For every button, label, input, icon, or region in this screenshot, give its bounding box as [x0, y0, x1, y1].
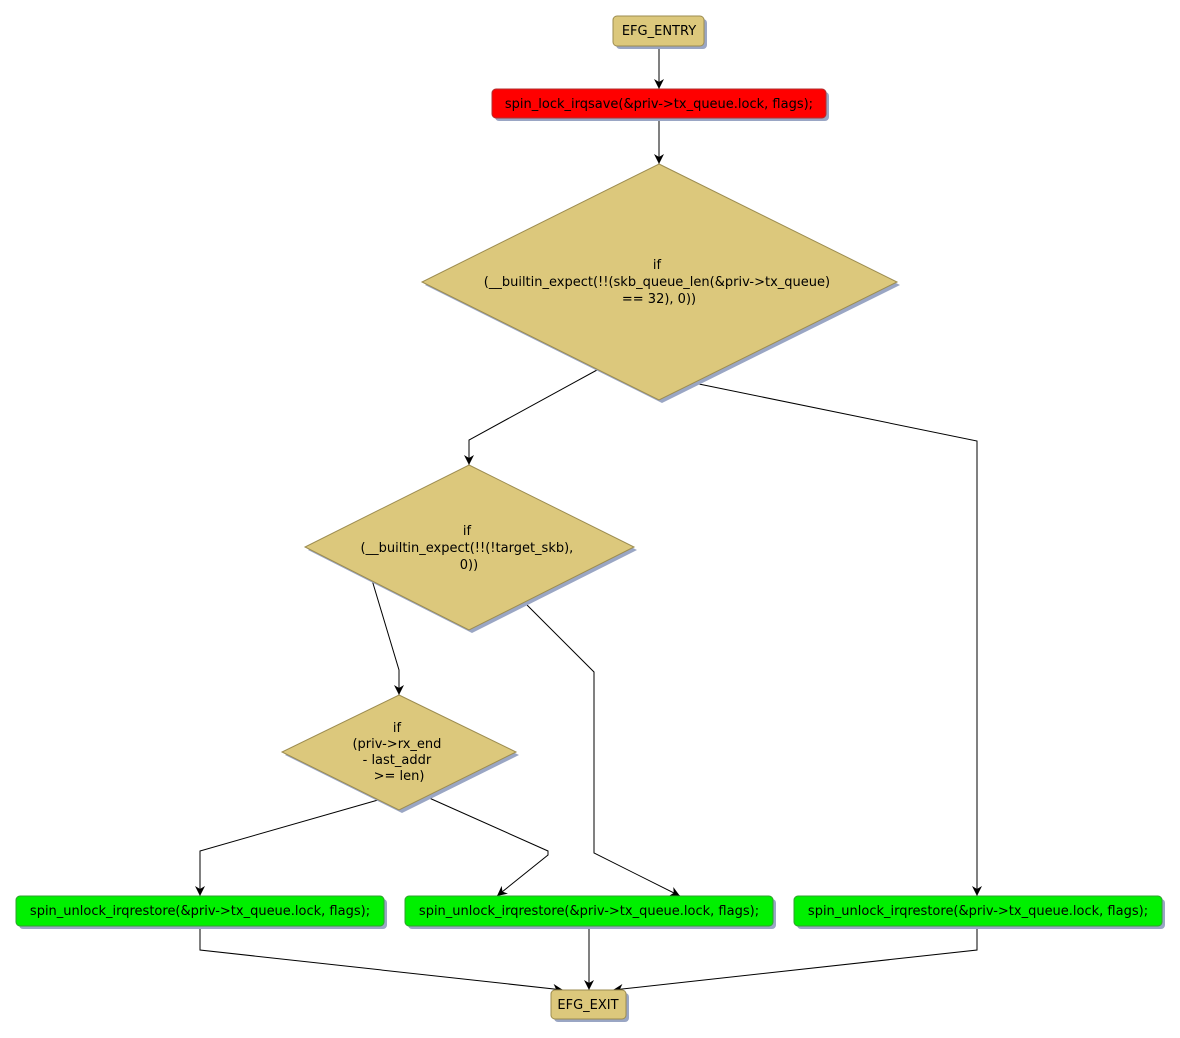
- node-exit[interactable]: EFG_EXIT: [550, 989, 629, 1022]
- node-spin-lock-label: spin_lock_irqsave(&priv->tx_queue.lock, …: [505, 97, 813, 112]
- node-cond-queue-full-label: if (__builtin_expect(!!(skb_queue_len(&p…: [484, 258, 834, 307]
- node-exit-label: EFG_EXIT: [557, 998, 618, 1013]
- edge-cond1-unlock3: [693, 382, 982, 896]
- node-unlock-3[interactable]: spin_unlock_irqrestore(&priv->tx_queue.l…: [793, 895, 1165, 929]
- edge-cond3-unlock1: [195, 799, 379, 896]
- node-cond-rx-end[interactable]: if (priv->rx_end - last_addr >= len): [280, 694, 519, 813]
- node-cond-target-skb[interactable]: if (__builtin_expect(!!(!target_skb), 0)…: [303, 464, 637, 633]
- edge-cond2-unlock2: [523, 601, 681, 897]
- node-cond-queue-full[interactable]: if (__builtin_expect(!!(skb_queue_len(&p…: [420, 163, 900, 403]
- edge-cond1-cond2: [464, 369, 598, 465]
- edge-cond2-cond3: [371, 579, 404, 695]
- node-spin-lock[interactable]: spin_lock_irqsave(&priv->tx_queue.lock, …: [491, 88, 829, 121]
- node-unlock-2[interactable]: spin_unlock_irqrestore(&priv->tx_queue.l…: [404, 895, 776, 929]
- node-cond-target-skb-label: if (__builtin_expect(!!(!target_skb), 0)…: [361, 524, 578, 573]
- node-unlock-3-label: spin_unlock_irqrestore(&priv->tx_queue.l…: [808, 904, 1148, 919]
- edge-cond3-unlock2: [426, 796, 549, 897]
- node-entry[interactable]: EFG_ENTRY: [612, 15, 707, 49]
- edge-unlock3-exit: [612, 926, 978, 994]
- edge-unlock1-exit: [199, 926, 564, 994]
- node-unlock-1-label: spin_unlock_irqrestore(&priv->tx_queue.l…: [30, 904, 370, 919]
- node-entry-label: EFG_ENTRY: [622, 24, 696, 39]
- edges: [195, 46, 982, 994]
- node-unlock-1[interactable]: spin_unlock_irqrestore(&priv->tx_queue.l…: [15, 895, 387, 929]
- node-cond-rx-end-label: if (priv->rx_end - last_addr >= len): [352, 721, 445, 784]
- node-unlock-2-label: spin_unlock_irqrestore(&priv->tx_queue.l…: [419, 904, 759, 919]
